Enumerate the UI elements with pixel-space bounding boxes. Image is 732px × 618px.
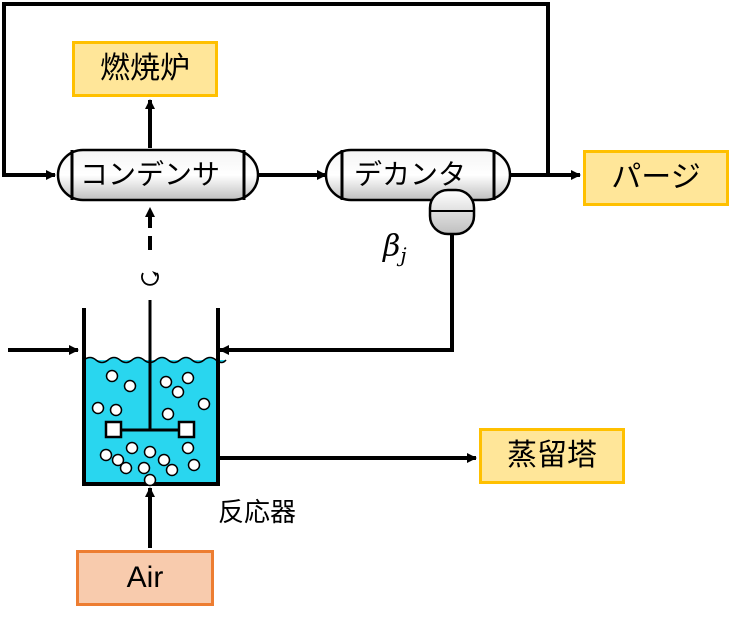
air-label: Air bbox=[126, 561, 164, 594]
bubble bbox=[159, 375, 173, 389]
bubble bbox=[161, 407, 175, 421]
beta-symbol: β bbox=[383, 229, 401, 264]
purge-box: パージ bbox=[583, 150, 729, 206]
bubble bbox=[181, 441, 195, 455]
distillation-column-label: 蒸留塔 bbox=[507, 438, 597, 473]
bubble bbox=[105, 369, 119, 383]
rotation-arrow-icon bbox=[141, 272, 159, 286]
bubble bbox=[125, 441, 139, 455]
bubble bbox=[119, 461, 133, 475]
decanter-vessel bbox=[324, 148, 512, 202]
decanter-label: デカンタ bbox=[354, 158, 467, 191]
bubble bbox=[197, 397, 211, 411]
beta-subscript: j bbox=[400, 243, 407, 267]
distillation-column-box: 蒸留塔 bbox=[479, 428, 625, 484]
bubbles bbox=[91, 369, 211, 487]
incinerator-box: 燃焼炉 bbox=[72, 41, 218, 97]
bubble bbox=[171, 385, 185, 399]
bubble bbox=[181, 371, 195, 385]
decanter-boot bbox=[428, 188, 476, 236]
air-box: Air bbox=[76, 550, 214, 606]
bubble bbox=[143, 473, 157, 487]
bubble bbox=[91, 401, 105, 415]
bubble bbox=[157, 453, 171, 467]
purge-label: パージ bbox=[611, 160, 701, 195]
decanter-return-line bbox=[219, 232, 454, 355]
condenser-label: コンデンサ bbox=[80, 158, 221, 191]
bubble bbox=[143, 445, 157, 459]
beta-j-label: βj bbox=[383, 229, 407, 267]
bubble bbox=[109, 403, 123, 417]
bubble bbox=[99, 448, 113, 462]
incinerator-label: 燃焼炉 bbox=[100, 51, 190, 86]
bubble bbox=[137, 461, 151, 475]
bubble bbox=[123, 379, 137, 393]
bubble bbox=[165, 463, 179, 477]
agitator bbox=[104, 271, 196, 439]
bubble bbox=[111, 453, 125, 467]
recycle-line bbox=[2, 2, 550, 180]
condenser-vessel bbox=[56, 148, 260, 202]
reactor-label: 反応器 bbox=[218, 498, 297, 528]
bubble bbox=[187, 458, 201, 472]
